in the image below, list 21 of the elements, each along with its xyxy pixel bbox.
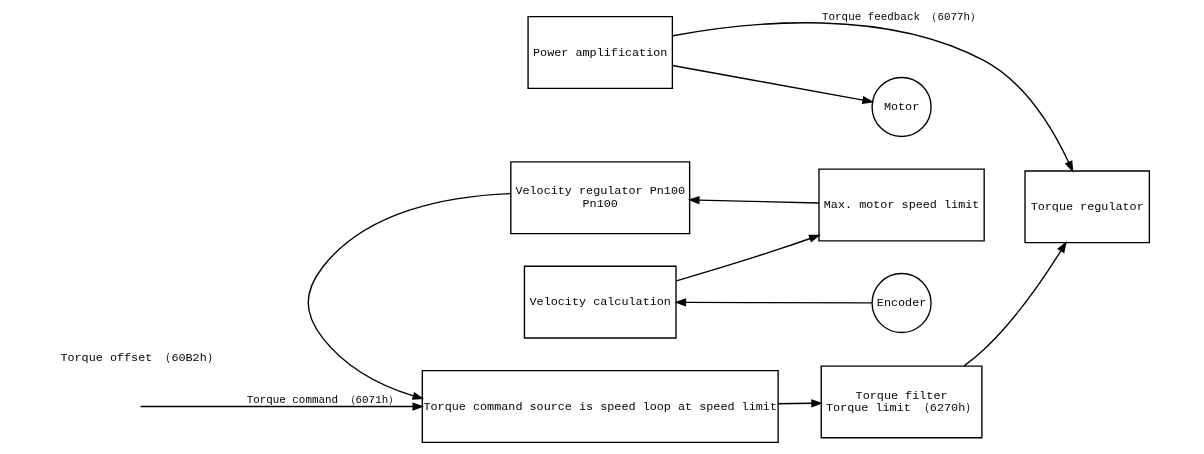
arrow	[675, 234, 821, 282]
arrow	[673, 298, 872, 307]
label: Torque offset （60B2h）	[59, 350, 219, 365]
node-box: Velocity calculation	[523, 265, 677, 339]
node-box: Torque command source is speed loop at speed limit	[421, 369, 779, 443]
edge-label: Torque feedback （6077h）	[821, 11, 981, 24]
edge-label: Torque command （6071h）	[246, 394, 399, 407]
node-box: Torque regulator	[1023, 170, 1150, 244]
node-circle: Encoder	[870, 272, 932, 334]
arrow	[777, 399, 823, 408]
arrow	[687, 195, 820, 205]
arrow	[671, 22, 1073, 173]
arrow	[963, 241, 1067, 367]
node-box: Power amplification	[526, 15, 673, 90]
arrow	[307, 192, 511, 400]
node-box: Velocity regulator Pn100 Pn100	[509, 161, 690, 235]
node-circle: Motor	[870, 76, 932, 138]
arrow	[671, 64, 874, 105]
node-box: Max. motor speed limit	[817, 168, 985, 242]
node-box: Torque filter Torque limit （6270h）	[820, 365, 983, 439]
arrow	[139, 402, 424, 411]
